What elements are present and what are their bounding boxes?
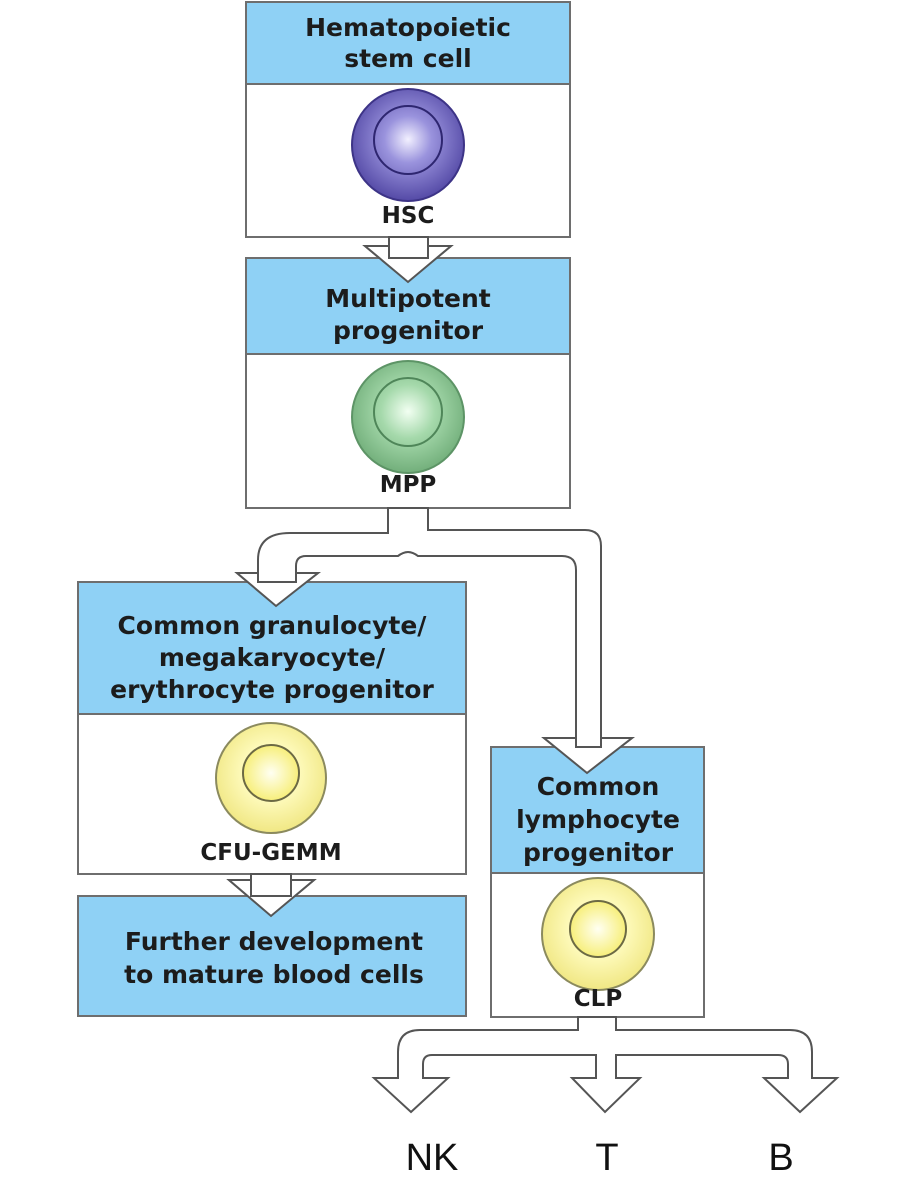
clp-title-line-3: progenitor (523, 838, 674, 867)
hsc-header (245, 1, 571, 85)
clp-cell-icon (541, 877, 655, 991)
further-development-stage: Further development to mature blood cell… (77, 879, 467, 1017)
mpp-cell-icon (351, 360, 465, 474)
cmp-header (77, 581, 467, 715)
cmp-title-line-2: megakaryocyte/ (159, 643, 386, 672)
cmp-title-line-3: erythrocyte progenitor (110, 675, 434, 704)
hsc-stage: Hematopoietic stem cell HSC (245, 1, 571, 238)
hsc-title-line-1: Hematopoietic (305, 13, 511, 42)
mpp-title-line-2: progenitor (333, 316, 484, 345)
mpp-stage: Multipotent progenitor MPP (245, 245, 571, 509)
mpp-title-line-1: Multipotent (325, 284, 491, 313)
hsc-cell-label: HSC (382, 203, 435, 229)
further-development-line-2: to mature blood cells (124, 960, 424, 989)
clp-title-line-1: Common (537, 772, 660, 801)
clp-stage: Common lymphocyte progenitor CLP (490, 737, 705, 1018)
hsc-cell-icon (351, 88, 465, 202)
lineage-label-b: B (768, 1137, 793, 1179)
clp-header (490, 746, 705, 874)
lineage-label-t: T (595, 1137, 618, 1179)
arrow-clp-to-lineages (371, 1016, 840, 1114)
clp-cell-label: CLP (574, 986, 622, 1012)
cmp-stage: Common granulocyte/ megakaryocyte/ eryth… (77, 572, 467, 875)
further-development-line-1: Further development (125, 927, 423, 956)
hsc-title-line-2: stem cell (344, 44, 471, 73)
cfu-gemm-cell-label: CFU-GEMM (200, 840, 341, 866)
cmp-title-line-1: Common granulocyte/ (118, 611, 428, 640)
clp-title-line-2: lymphocyte (516, 805, 680, 834)
mpp-cell-label: MPP (380, 472, 437, 498)
cfu-gemm-cell-icon (215, 722, 327, 834)
lineage-label-nk: NK (406, 1137, 459, 1179)
